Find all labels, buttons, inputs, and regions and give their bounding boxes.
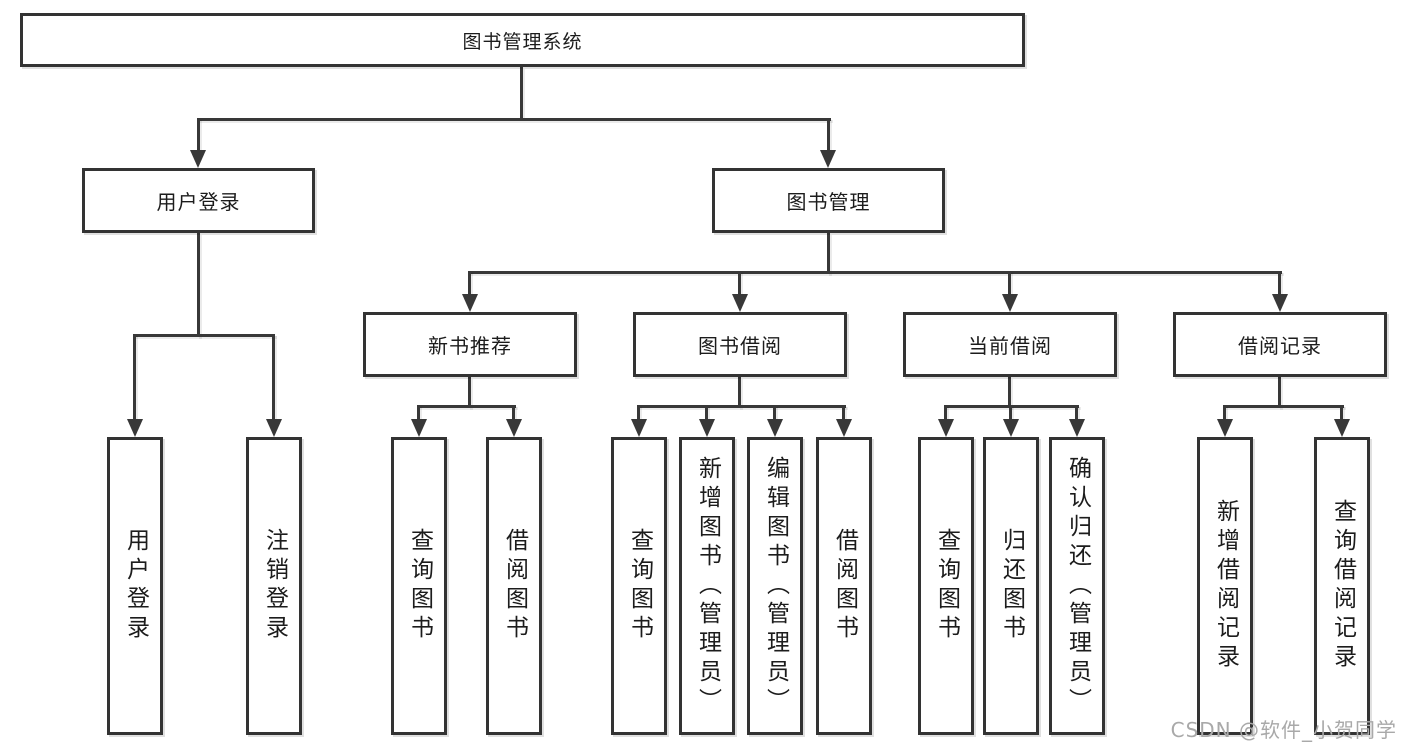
connector-current-arm-1 [944, 405, 947, 421]
arrow-down-icon [699, 419, 715, 437]
connector-recommend-arm-1 [417, 405, 420, 421]
arrow-down-icon [1069, 419, 1085, 437]
arrow-down-icon [411, 419, 427, 437]
leaf-add-borrow-record: 新增借阅记录 [1197, 437, 1253, 735]
connector-current-arm-2 [1009, 405, 1012, 421]
leaf-query-borrow-record: 查询借阅记录 [1314, 437, 1370, 735]
leaf-add-books-admin-label: 新增图书（管理员） [694, 455, 721, 717]
connector-recommend-arm-2 [512, 405, 515, 421]
node-user-login-label: 用户登录 [156, 190, 241, 214]
connector-current-stem [1008, 377, 1011, 408]
leaf-add-borrow-record-label: 新增借阅记录 [1212, 499, 1239, 673]
connector-records-arm-2 [1340, 405, 1343, 421]
connector-user-login-crossbar [133, 334, 275, 337]
arrow-down-icon [1003, 419, 1019, 437]
connector-borrowing-stem [738, 377, 741, 408]
connector-root-arm-right [827, 118, 830, 152]
arrow-down-icon [820, 150, 836, 168]
node-book-borrowing: 图书借阅 [633, 312, 847, 377]
node-borrowing-records: 借阅记录 [1173, 312, 1387, 377]
leaf-user-login-label: 用户登录 [122, 528, 149, 644]
connector-current-arm-3 [1075, 405, 1078, 421]
leaf-borrow-books-recommend: 借阅图书 [486, 437, 542, 735]
arrow-down-icon [1217, 419, 1233, 437]
node-current-borrowing-label: 当前借阅 [968, 334, 1052, 358]
connector-root-arm-left [197, 118, 200, 152]
connector-borrowing-arm-2 [705, 405, 708, 421]
arrow-down-icon [732, 294, 748, 312]
arrow-down-icon [631, 419, 647, 437]
arrow-down-icon [1334, 419, 1350, 437]
arrow-down-icon [462, 294, 478, 312]
node-new-book-recommendation-label: 新书推荐 [428, 334, 512, 358]
node-borrowing-records-label: 借阅记录 [1238, 334, 1322, 358]
leaf-query-books-recommend: 查询图书 [391, 437, 447, 735]
leaf-query-books-current: 查询图书 [918, 437, 974, 735]
leaf-logout: 注销登录 [246, 437, 302, 735]
connector-records-arm-1 [1223, 405, 1226, 421]
arrow-down-icon [266, 419, 282, 437]
connector-borrowing-arm-3 [773, 405, 776, 421]
leaf-query-books-recommend-label: 查询图书 [406, 528, 433, 644]
leaf-user-login: 用户登录 [107, 437, 163, 735]
node-user-login: 用户登录 [82, 168, 315, 233]
connector-root-crossbar [197, 118, 831, 121]
connector-records-stem [1278, 377, 1281, 408]
connector-book-management-arm-1 [468, 271, 471, 296]
arrow-down-icon [1002, 294, 1018, 312]
arrow-down-icon [127, 419, 143, 437]
leaf-query-books-borrowing: 查询图书 [611, 437, 667, 735]
connector-borrowing-crossbar [637, 405, 846, 408]
node-root-label: 图书管理系统 [462, 30, 583, 53]
connector-book-management-arm-4 [1278, 271, 1281, 296]
node-book-borrowing-label: 图书借阅 [698, 334, 782, 358]
node-book-management-label: 图书管理 [786, 190, 871, 214]
leaf-borrow-books-borrowing-label: 借阅图书 [831, 528, 858, 644]
leaf-query-borrow-record-label: 查询借阅记录 [1329, 499, 1356, 673]
arrow-down-icon [506, 419, 522, 437]
leaf-borrow-books-recommend-label: 借阅图书 [501, 528, 528, 644]
node-book-management: 图书管理 [712, 168, 945, 233]
arrow-down-icon [938, 419, 954, 437]
leaf-return-books-label: 归还图书 [998, 528, 1025, 644]
connector-book-management-arm-3 [1008, 271, 1011, 296]
connector-borrowing-arm-1 [637, 405, 640, 421]
arrow-down-icon [190, 150, 206, 168]
connector-borrowing-arm-4 [842, 405, 845, 421]
csdn-watermark: CSDN @软件_小贺同学 [1170, 718, 1397, 742]
arrow-down-icon [1272, 294, 1288, 312]
arrow-down-icon [767, 419, 783, 437]
leaf-edit-books-admin: 编辑图书（管理员） [747, 437, 803, 735]
leaf-return-books: 归还图书 [983, 437, 1039, 735]
leaf-confirm-return-admin: 确认归还（管理员） [1049, 437, 1105, 735]
arrow-down-icon [836, 419, 852, 437]
connector-book-management-crossbar [468, 271, 1282, 274]
connector-root-stem [520, 67, 523, 119]
leaf-borrow-books-borrowing: 借阅图书 [816, 437, 872, 735]
connector-records-crossbar [1223, 405, 1344, 408]
leaf-query-books-borrowing-label: 查询图书 [626, 528, 653, 644]
connector-user-login-stem [197, 233, 200, 337]
leaf-add-books-admin: 新增图书（管理员） [679, 437, 735, 735]
node-new-book-recommendation: 新书推荐 [363, 312, 577, 377]
node-current-borrowing: 当前借阅 [903, 312, 1117, 377]
leaf-edit-books-admin-label: 编辑图书（管理员） [762, 455, 789, 717]
connector-book-management-arm-2 [738, 271, 741, 296]
connector-user-login-arm-1 [133, 334, 136, 421]
connector-book-management-stem [827, 233, 830, 274]
connector-user-login-arm-2 [272, 334, 275, 421]
connector-recommend-crossbar [417, 405, 516, 408]
node-root: 图书管理系统 [20, 13, 1025, 67]
leaf-query-books-current-label: 查询图书 [933, 528, 960, 644]
connector-recommend-stem [468, 377, 471, 408]
leaf-confirm-return-admin-label: 确认归还（管理员） [1064, 455, 1091, 717]
leaf-logout-label: 注销登录 [261, 528, 288, 644]
